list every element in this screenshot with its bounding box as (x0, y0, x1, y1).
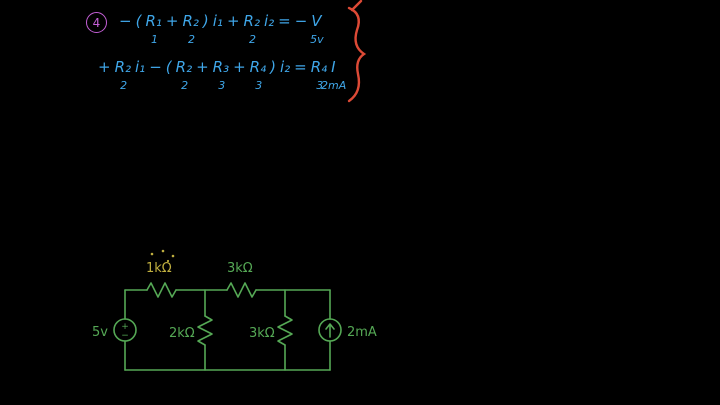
equation-symbol: i₁ (135, 58, 146, 76)
equation-symbol: + (226, 12, 240, 30)
equation-symbol: − (119, 12, 132, 30)
component-value-annotation: 2 (120, 79, 128, 92)
r3-value-label: 3kΩ (227, 261, 253, 276)
equation-token: R₁ 1 (145, 12, 162, 46)
equation-token: R₂ 2 (175, 58, 193, 92)
equation-token: − (295, 12, 308, 30)
component-value-annotation: 2 (249, 33, 257, 46)
equation-token: R₃ 3 (212, 58, 230, 92)
equation-symbol: R₁ (145, 12, 162, 30)
equation-token: R₄ 3 (249, 58, 267, 92)
voltage-source-label: 5v (92, 325, 108, 340)
resistor-r2 (197, 315, 213, 346)
equation-symbol: ) (270, 58, 276, 76)
equation-token: I 2mA (321, 58, 346, 92)
equation-token: i₂ (264, 12, 274, 30)
equation-token: = (294, 58, 307, 76)
curly-brace (347, 6, 367, 103)
equation-symbol: i₂ (279, 58, 291, 76)
current-source-label: 2mA (347, 325, 377, 340)
resistor-r3 (226, 282, 257, 298)
equation-token: V 5v (310, 12, 324, 46)
component-value-annotation: 3 (218, 79, 226, 92)
equation-token: R₄ 3 (310, 58, 328, 92)
voltage-source-plus: + (121, 322, 129, 332)
component-value-annotation: 5v (310, 33, 324, 46)
component-value-annotation: 2 (187, 33, 195, 46)
equation-token: ) (270, 58, 276, 76)
equation-token: i₁ (213, 12, 223, 30)
equation-token: + (233, 58, 246, 76)
equation-symbol: + (233, 58, 246, 76)
equation-symbol: V (311, 12, 322, 30)
component-value-annotation: 2 (181, 79, 189, 92)
equation-token: ( (136, 12, 142, 30)
voltage-source-minus: − (121, 331, 129, 341)
equation-token: + (227, 12, 240, 30)
equation-token: i₂ (280, 58, 290, 76)
component-value-annotation: 1 (150, 33, 158, 46)
equation-token: + (98, 58, 111, 76)
equation-symbol: + (196, 58, 209, 76)
equation-symbol: ( (165, 58, 172, 76)
resistor-r4 (277, 315, 293, 346)
equation-token: − (149, 58, 162, 76)
equation-token: R₂ 2 (182, 12, 199, 46)
equation-symbol: ) (202, 12, 209, 30)
equation-symbol: R₂ (114, 58, 132, 76)
equation-symbol: I (331, 58, 336, 76)
equation-symbol: i₁ (212, 12, 223, 30)
equation-token: ( (166, 58, 172, 76)
equation-symbol: i₂ (263, 12, 275, 30)
r2-value-label: 2kΩ (169, 326, 195, 341)
equation-symbol: R₂ (243, 12, 260, 30)
brace-top-tick (350, 0, 363, 12)
component-value-annotation: 3 (316, 79, 324, 92)
equation-token: + (166, 12, 179, 30)
equation-symbol: + (165, 12, 179, 30)
equation-token: i₁ (135, 58, 145, 76)
component-value-annotation: 3 (255, 79, 263, 92)
step-number-badge: 4 (86, 12, 107, 33)
equation-symbol: = (278, 12, 291, 30)
equation-symbol: R₂ (175, 58, 193, 76)
equation-line-1: 4 − ( R₁ 1 + (86, 12, 324, 46)
equation-symbol: R₄ (310, 58, 328, 76)
equation-symbol: − (149, 58, 162, 76)
r1-value-label: 1kΩ (146, 261, 172, 276)
equation-token: R₂ 2 (243, 12, 260, 46)
r4-value-label: 3kΩ (249, 326, 275, 341)
equation-symbol: + (98, 58, 111, 76)
equation-symbol: R₂ (182, 12, 199, 30)
equation-token: R₂ 2 (114, 58, 132, 92)
equation-line-2: + R₂ 2 i₁ − ( R₂ (98, 58, 346, 92)
sparkle-marks (150, 249, 175, 263)
component-value-annotation: 2mA (320, 79, 347, 92)
current-source-arrow (325, 323, 335, 338)
equation-token: + (196, 58, 209, 76)
equation-symbol: R₃ (212, 58, 230, 76)
equation-token: = (278, 12, 291, 30)
equation-token: − (119, 12, 132, 30)
equation-token: ) (203, 12, 209, 30)
resistor-r1 (146, 282, 177, 298)
equation-symbol: ( (135, 12, 142, 30)
equation-symbol: − (294, 12, 308, 30)
equation-symbol: = (294, 58, 307, 76)
equation-symbol: R₄ (249, 58, 267, 76)
equation-1-tokens: − ( R₁ 1 + R₂ (119, 12, 324, 46)
